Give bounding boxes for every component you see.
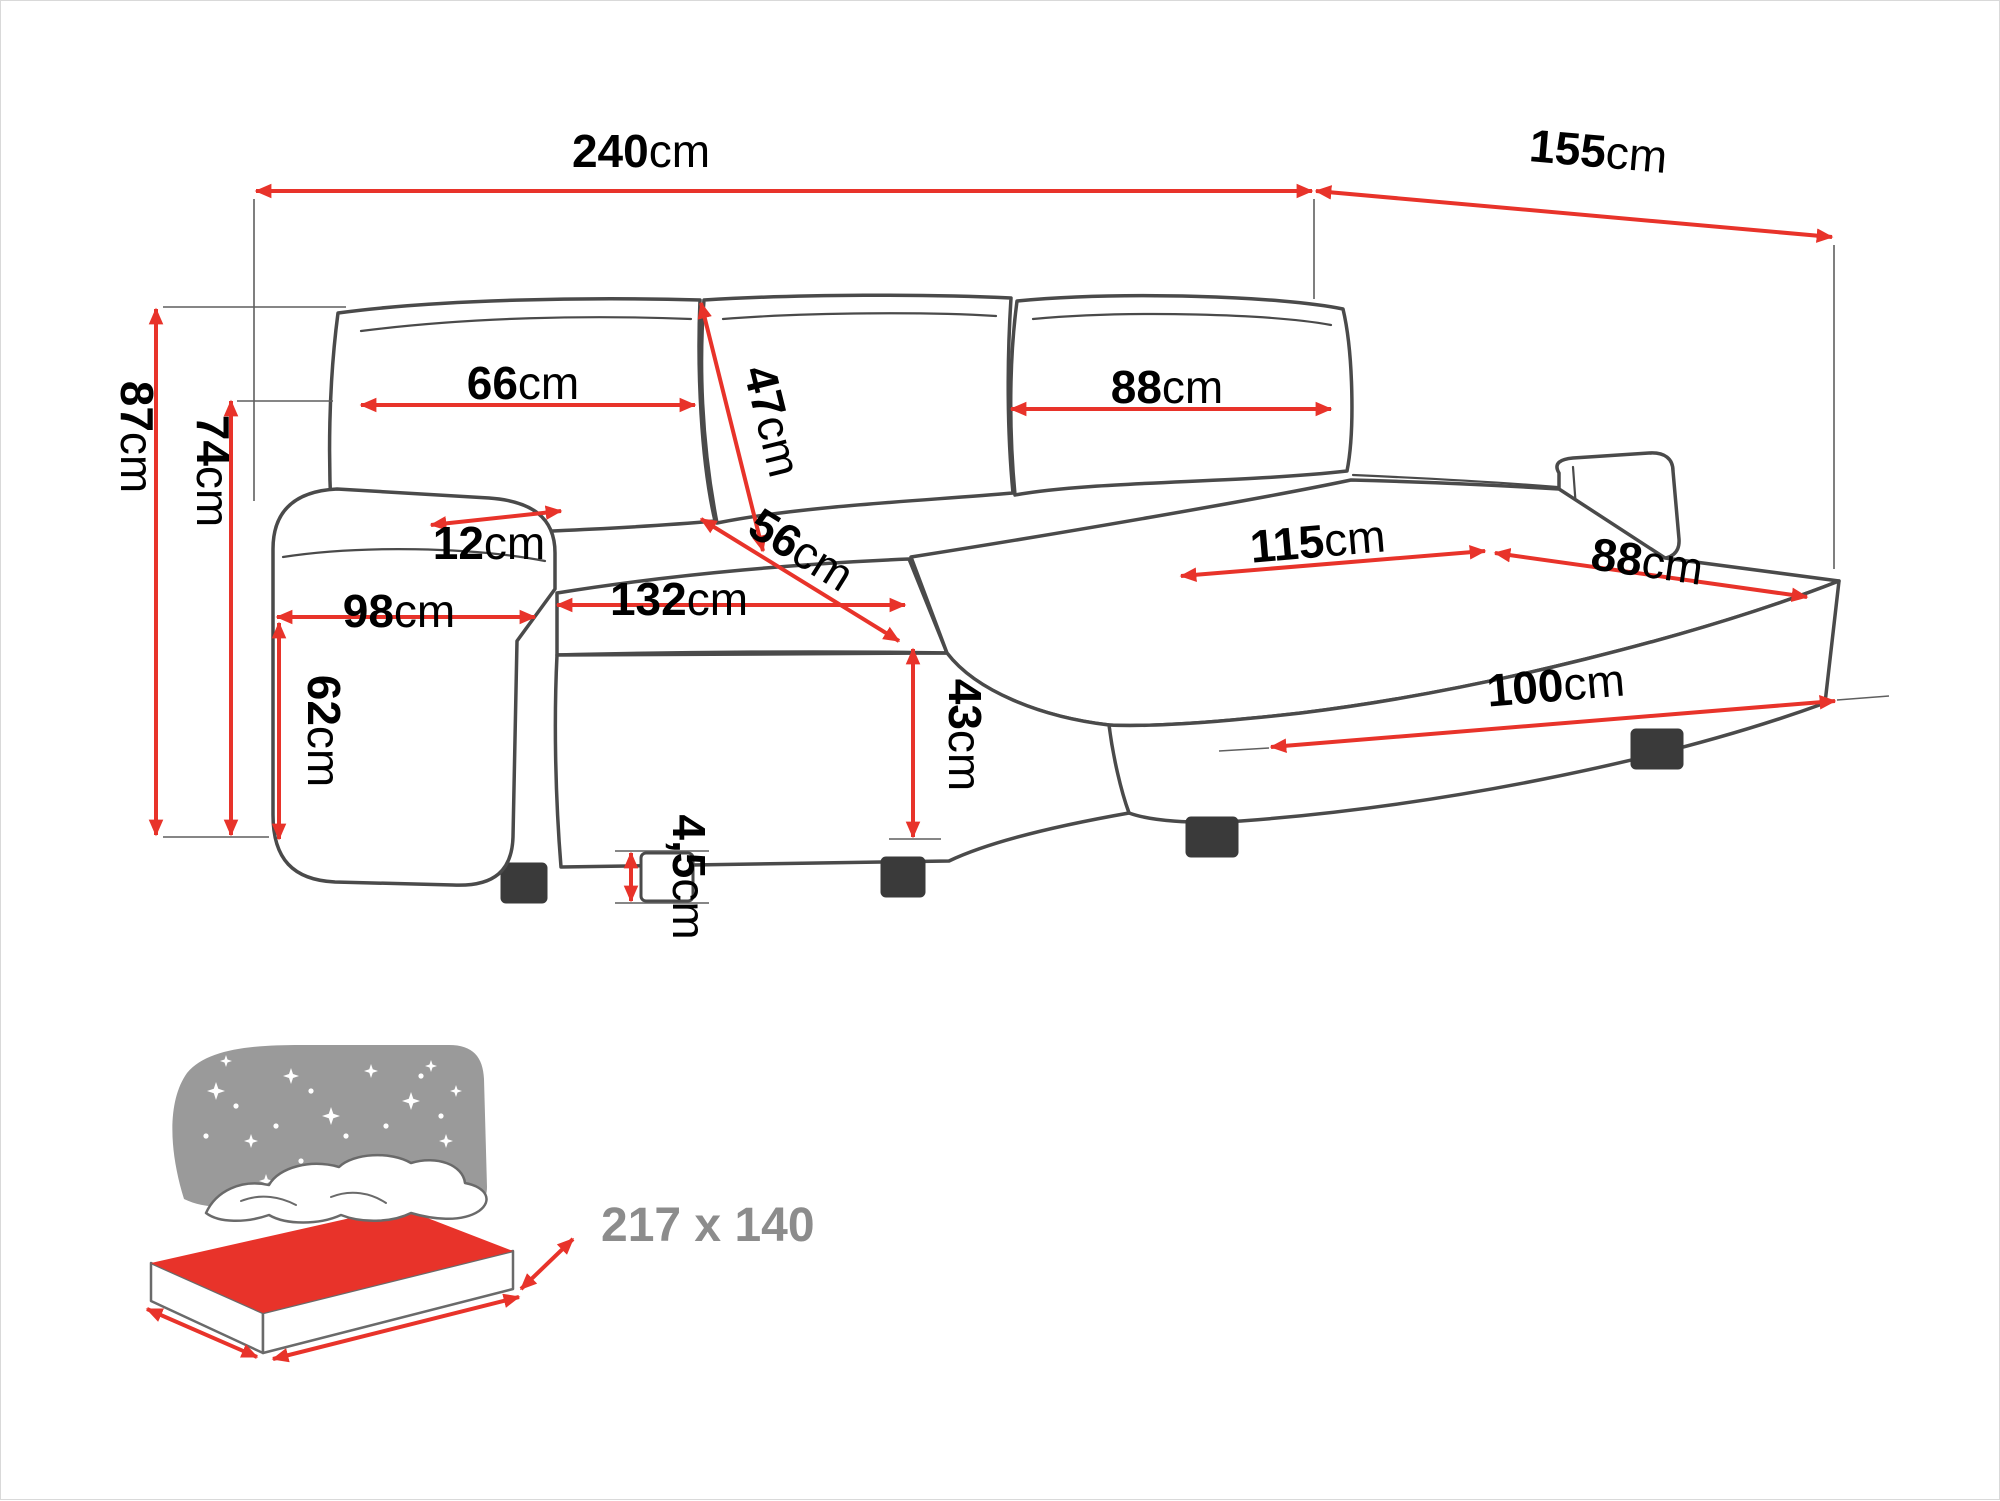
dim-chaise-seat-length-line bbox=[1179, 545, 1487, 582]
dim-chaise-depth-line bbox=[1314, 185, 1834, 243]
dimension-lines bbox=[148, 183, 1837, 903]
extension-line bbox=[1218, 747, 1270, 752]
dim-chaise-seat-length-label: 115cm bbox=[1248, 509, 1387, 572]
dim-back-cushion-right-label: 88cm bbox=[1111, 361, 1224, 413]
bed-blanket-stars bbox=[203, 1055, 462, 1188]
dim-armrest-top-width-line bbox=[429, 505, 563, 531]
dim-chaise-front-length-line bbox=[1269, 694, 1837, 754]
sofa-leg bbox=[1630, 728, 1684, 770]
back-cushion-right bbox=[1008, 293, 1354, 497]
sofa-front-face bbox=[553, 651, 1131, 869]
dim-armrest-height-label: 62cm bbox=[298, 675, 350, 788]
dim-total-width-label: 240cm bbox=[572, 125, 710, 177]
dim-backrest-height-label: 74cm bbox=[187, 415, 239, 528]
bed-mattress-top bbox=[151, 1207, 513, 1313]
dim-seat-height-label: 43cm bbox=[939, 679, 991, 792]
dim-seat-cushion-depth-line bbox=[699, 517, 901, 643]
dim-chaise-seat-width-line bbox=[1493, 547, 1809, 603]
sleeping-function-icon: 217 x 140 bbox=[145, 1045, 815, 1363]
dim-chaise-seat-width-label: 88cm bbox=[1588, 527, 1707, 595]
dim-total-height-label: 87cm bbox=[111, 381, 163, 494]
bed-depth-arrow bbox=[519, 1237, 575, 1291]
bed-width-arrow bbox=[145, 1307, 259, 1359]
extension-lines bbox=[163, 199, 1890, 904]
sofa-drawing bbox=[271, 293, 1841, 904]
back-cushion-left-crease bbox=[359, 316, 693, 333]
bed-duvet-fold bbox=[330, 1191, 387, 1204]
sofa-leg bbox=[1185, 816, 1239, 858]
back-cushion-right-crease bbox=[1031, 312, 1333, 327]
dim-back-cushion-height-line bbox=[697, 301, 767, 553]
sofa-leg bbox=[500, 862, 548, 904]
dim-armrest-side-depth-label: 98cm bbox=[343, 585, 456, 637]
dim-back-cushion-left-label: 66cm bbox=[467, 357, 580, 409]
sofa-backrest-edge bbox=[1351, 473, 1559, 489]
bed-duvet-fold bbox=[240, 1195, 297, 1206]
dim-chaise-depth-label: 155cm bbox=[1527, 119, 1669, 183]
dim-seat-width-label: 132cm bbox=[610, 573, 748, 625]
dim-leg-height-label: 4,5cm bbox=[663, 814, 715, 939]
sofa-leg bbox=[880, 856, 926, 898]
sofa-leg-measured bbox=[639, 851, 695, 903]
sleeping-area-label: 217 x 140 bbox=[601, 1199, 815, 1252]
dim-armrest-top-width-label: 12cm bbox=[433, 517, 546, 569]
sofa-left-armrest-top-band bbox=[281, 548, 547, 563]
bed-duvet bbox=[204, 1153, 488, 1224]
extension-line bbox=[1836, 695, 1890, 701]
dim-chaise-front-length-label: 100cm bbox=[1485, 653, 1627, 716]
bed-length-arrow bbox=[271, 1293, 521, 1363]
dim-back-cushion-height-label: 47cm bbox=[734, 360, 812, 482]
